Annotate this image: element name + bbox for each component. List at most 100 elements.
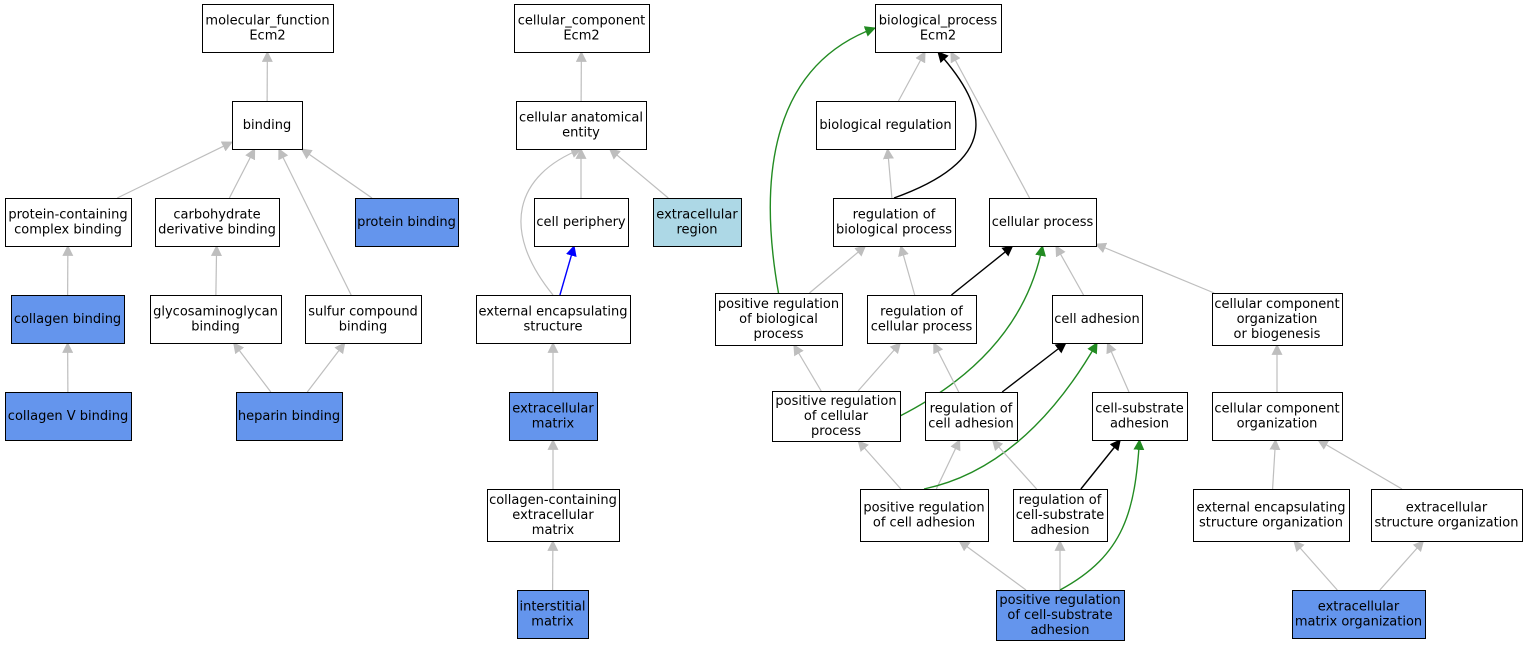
- node-pb[interactable]: protein binding: [355, 198, 459, 247]
- node-label-line: matrix: [532, 417, 575, 432]
- node-cpr[interactable]: cellular process: [989, 198, 1097, 247]
- node-box: [355, 198, 459, 247]
- node-label-line: cellular anatomical: [519, 111, 643, 126]
- node-label-line: positive regulation: [863, 501, 984, 516]
- node-label-line: organization: [1237, 312, 1318, 327]
- node-box: [1092, 392, 1188, 441]
- node-label-line: matrix: [531, 615, 574, 630]
- node-label-line: collagen binding: [14, 312, 121, 327]
- node-col5[interactable]: collagen V binding: [5, 392, 132, 441]
- node-box: [5, 198, 132, 247]
- node-label-line: extracellular: [1406, 501, 1488, 516]
- node-label-line: regulation of: [853, 208, 936, 223]
- edge-ees-to-cae-is-a: [520, 147, 583, 296]
- edge-rcp-to-rbp-is-a: [898, 244, 916, 296]
- node-label-line: cellular component: [1214, 297, 1339, 312]
- edge-rca-to-ca-regulates: [1001, 342, 1067, 393]
- node-label-line: matrix: [532, 523, 575, 538]
- edges-layer: [62, 26, 1425, 591]
- edge-rbp-to-breg-is-a: [882, 147, 894, 199]
- node-colb[interactable]: collagen binding: [11, 295, 125, 344]
- node-label-line: adhesion: [1030, 623, 1089, 638]
- node-label-line: molecular_function: [205, 14, 329, 29]
- node-label-line: of cell-substrate: [1007, 608, 1112, 623]
- node-box: [867, 295, 977, 344]
- edge-ecmo-to-eso-is-a: [1379, 540, 1425, 591]
- edge-pcb-to-binding-is-a: [116, 141, 233, 199]
- node-breg[interactable]: biological regulation: [816, 101, 956, 150]
- node-box: [514, 4, 650, 53]
- node-box: [996, 590, 1125, 641]
- node-box: [925, 392, 1018, 441]
- node-label-line: interstitial: [519, 600, 585, 615]
- edge-ca-to-cpr-is-a: [1055, 245, 1085, 296]
- node-label-line: process: [754, 327, 804, 342]
- node-label-line: cellular process: [992, 215, 1094, 230]
- node-box: [5, 392, 132, 441]
- node-binding[interactable]: binding: [232, 101, 303, 150]
- node-hep[interactable]: heparin binding: [236, 392, 343, 441]
- node-box: [236, 392, 343, 441]
- node-label-line: Ecm2: [563, 29, 599, 44]
- node-label-line: cell periphery: [536, 215, 626, 230]
- node-box: [833, 198, 956, 247]
- node-box: [715, 293, 843, 346]
- node-label-line: collagen-containing: [489, 493, 617, 508]
- edge-eso-to-cco-is-a: [1317, 439, 1403, 490]
- node-box: [516, 101, 647, 150]
- node-label-line: Ecm2: [249, 29, 285, 44]
- node-label-line: region: [676, 223, 717, 238]
- node-label-line: process: [811, 424, 861, 439]
- node-label-line: binding: [243, 118, 291, 133]
- edge-ees-to-cp-part-of: [559, 244, 577, 296]
- node-label-line: matrix organization: [1295, 615, 1422, 630]
- node-label-line: extracellular: [512, 508, 594, 523]
- edge-hep-to-gagb-is-a: [233, 342, 272, 393]
- node-box: [1292, 590, 1426, 639]
- node-ca[interactable]: cell adhesion: [1052, 295, 1143, 344]
- node-label-line: biological_process: [879, 14, 998, 29]
- edge-cdb-to-binding-is-a: [228, 148, 256, 199]
- node-box: [509, 392, 598, 441]
- node-label-line: structure: [524, 320, 583, 335]
- node-box: [11, 295, 125, 344]
- node-label-line: derivative binding: [158, 223, 276, 238]
- node-label-line: cellular_component: [518, 14, 646, 29]
- node-label-line: structure organization: [1375, 516, 1519, 531]
- node-box: [989, 198, 1097, 247]
- edge-ccob-to-cpr-is-a: [1094, 242, 1215, 294]
- node-label-line: protein-containing: [8, 208, 127, 223]
- node-label-line: entity: [562, 126, 600, 141]
- node-label-line: biological process: [836, 223, 952, 238]
- node-cp[interactable]: cell periphery: [534, 198, 629, 247]
- edge-exr-to-cae-is-a: [608, 148, 669, 199]
